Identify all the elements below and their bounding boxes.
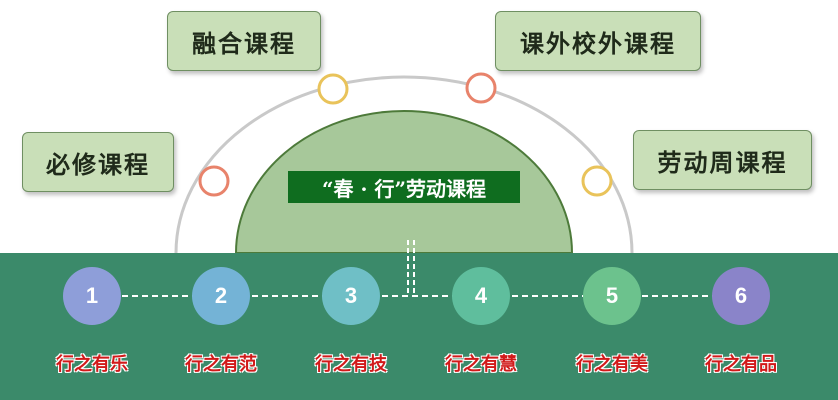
step-label-2: 行之有范	[185, 354, 257, 375]
course-box-labor-week: 劳动周课程	[633, 130, 812, 190]
step-circle-1: 1	[63, 267, 121, 325]
course-box-integrated: 融合课程	[167, 11, 321, 71]
step-label-3: 行之有技	[315, 354, 387, 375]
arc-node-orange-left	[198, 165, 230, 197]
arc-node-orange-right	[465, 72, 497, 104]
course-box-required: 必修课程	[22, 132, 174, 192]
step-circle-2: 2	[192, 267, 250, 325]
arc-node-yellow-left	[317, 73, 349, 105]
step-circle-5: 5	[583, 267, 641, 325]
step-circle-3: 3	[322, 267, 380, 325]
step-circle-4: 4	[452, 267, 510, 325]
arc-node-yellow-right	[581, 165, 613, 197]
center-title: “春 · 行”劳动课程	[288, 171, 520, 203]
steps-band	[0, 253, 838, 400]
step-circle-6: 6	[712, 267, 770, 325]
step-label-1: 行之有乐	[56, 354, 128, 375]
step-label-5: 行之有美	[576, 354, 648, 375]
step-label-6: 行之有品	[705, 354, 777, 375]
course-box-extracurricular: 课外校外课程	[495, 11, 701, 71]
step-label-4: 行之有慧	[445, 354, 517, 375]
